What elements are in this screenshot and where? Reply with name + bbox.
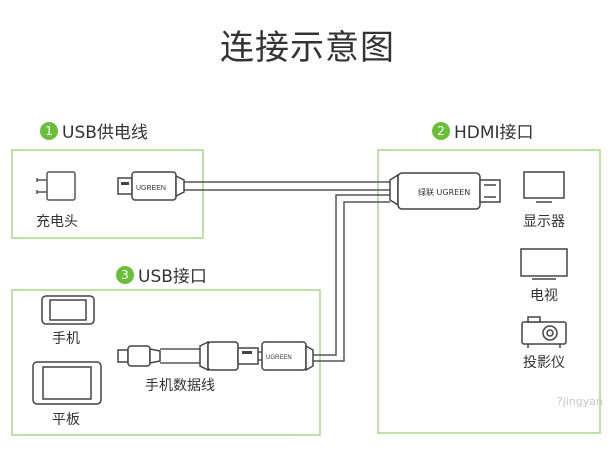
phone-icon bbox=[41, 295, 95, 325]
usb-socket-adapter-icon bbox=[261, 341, 314, 372]
section-usb-port-label: USB接口 bbox=[138, 267, 207, 287]
hdmi-plug-icon bbox=[389, 172, 501, 210]
charger-icon bbox=[36, 171, 76, 201]
tablet-label: 平板 bbox=[52, 412, 80, 428]
data-cable-inner bbox=[313, 194, 390, 356]
monitor-icon bbox=[523, 171, 565, 203]
cable-label: 手机数据线 bbox=[145, 378, 215, 394]
usb-power-frame bbox=[11, 149, 204, 239]
tablet-icon bbox=[32, 361, 102, 405]
monitor-label: 显示器 bbox=[523, 214, 565, 230]
section-usb-power-header: 1 USB供电线 bbox=[40, 118, 148, 143]
projector-label: 投影仪 bbox=[523, 355, 565, 371]
hdmi-plug-brand: 绿联 UGREEN bbox=[418, 188, 470, 197]
usb-power-plug-icon bbox=[117, 171, 185, 201]
usb-socket-adapter-brand: UGREEN bbox=[266, 355, 292, 361]
projector-icon bbox=[521, 316, 567, 348]
data-cable-outer bbox=[313, 201, 390, 362]
cables bbox=[160, 181, 390, 364]
section-hdmi-header: 2 HDMI接口 bbox=[432, 118, 534, 143]
usb-power-plug-brand: UGREEN bbox=[136, 185, 166, 192]
section-number-3: 3 bbox=[116, 265, 134, 284]
watermark: ?jingyan bbox=[556, 395, 603, 408]
usb-cable-plug-icon bbox=[199, 340, 259, 372]
tv-label: 电视 bbox=[530, 288, 558, 304]
hdmi-frame bbox=[377, 149, 601, 434]
diagram-title: 连接示意图 bbox=[220, 28, 395, 68]
usb-port-frame bbox=[11, 289, 321, 436]
phone-label: 手机 bbox=[52, 331, 80, 347]
tv-icon bbox=[520, 248, 568, 280]
section-hdmi-label: HDMI接口 bbox=[454, 123, 534, 143]
section-usb-power-label: USB供电线 bbox=[62, 123, 148, 143]
micro-usb-plug-icon bbox=[117, 345, 161, 367]
section-number-2: 2 bbox=[432, 121, 450, 140]
section-number-1: 1 bbox=[40, 121, 58, 140]
section-usb-port-header: 3 USB接口 bbox=[116, 262, 207, 287]
charger-label: 充电头 bbox=[36, 214, 78, 230]
